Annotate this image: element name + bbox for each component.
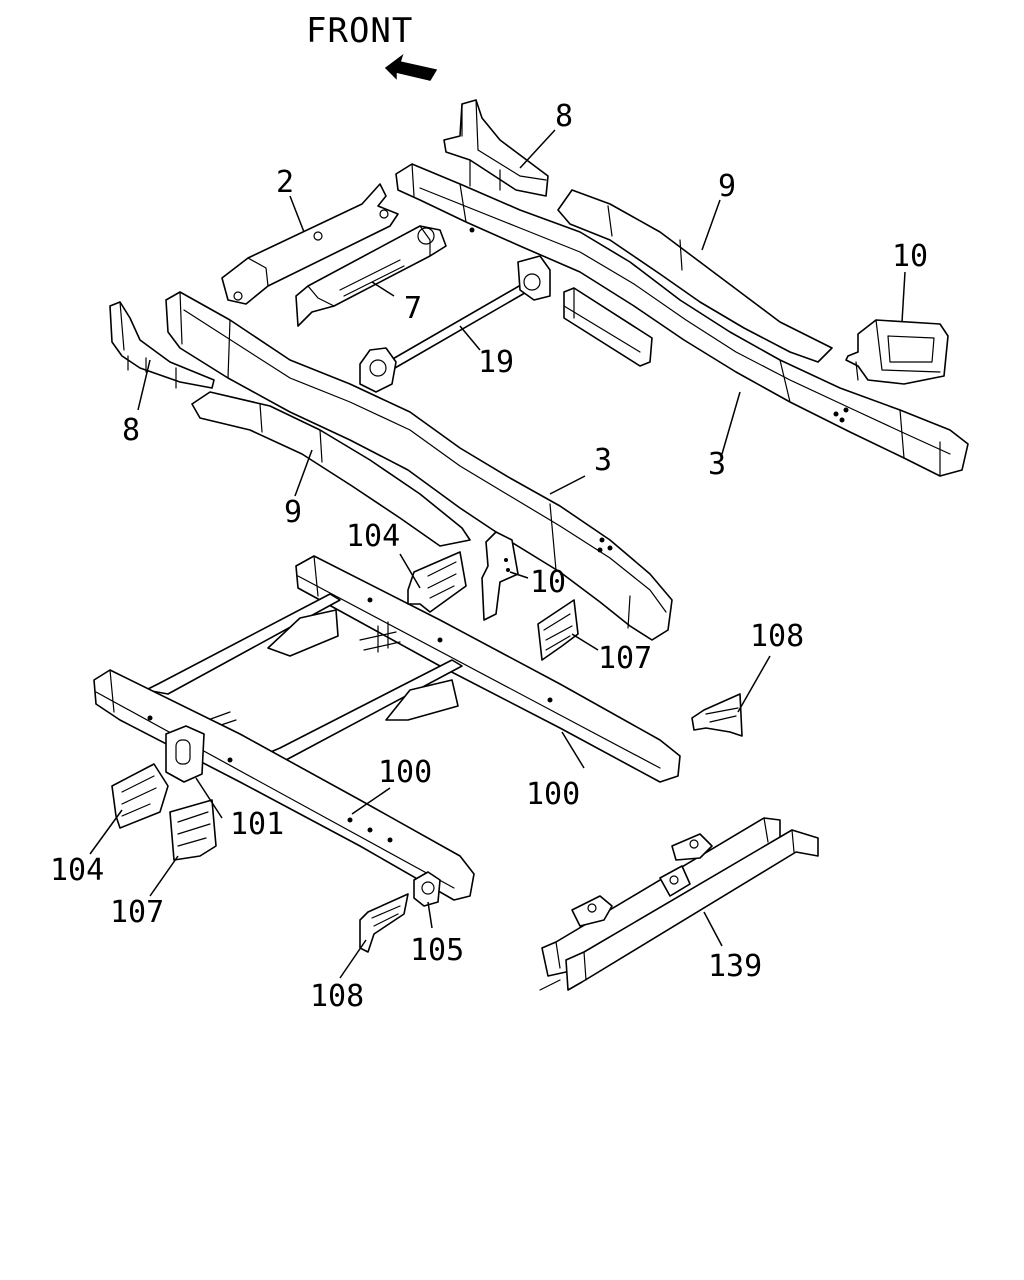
part-labels: 8 2 9 10 7 19 8 3 3 9 104 10 107 108 100…: [50, 99, 928, 1014]
label-part-10-front: 10: [530, 565, 566, 600]
leader-lines: [89, 129, 906, 979]
label-part-139: 139: [708, 949, 762, 984]
label-part-8-left: 8: [122, 413, 140, 448]
label-part-3-center: 3: [594, 443, 612, 478]
label-part-101: 101: [230, 807, 284, 842]
bracket-104-upper: [407, 551, 467, 613]
plate-107-upper: [537, 599, 579, 661]
label-part-8-rear: 8: [555, 99, 573, 134]
label-part-3-right: 3: [708, 447, 726, 482]
label-part-104-lower: 104: [50, 853, 104, 888]
label-part-105: 105: [410, 933, 464, 968]
label-part-108-right: 108: [750, 619, 804, 654]
label-part-107-lower: 107: [110, 895, 164, 930]
front-label: FRONT: [306, 11, 413, 51]
bracket-10-front: [481, 531, 519, 621]
crossmember-lower-2: [265, 659, 463, 761]
plate-107-lower: [169, 799, 217, 861]
bracket-10-rear: [845, 319, 949, 385]
hook-105: [413, 871, 441, 907]
label-part-7: 7: [404, 291, 422, 326]
hitch-plate-101: [165, 725, 205, 783]
bracket-108-right: [691, 693, 743, 737]
label-part-2: 2: [276, 165, 294, 200]
label-part-100-right: 100: [526, 777, 580, 812]
crossmember-lower-1: [145, 593, 341, 695]
shaft-19: [359, 255, 551, 393]
bracket-8-rear: [443, 99, 549, 197]
label-part-19: 19: [478, 345, 514, 380]
reinforcement-9-rear: [557, 189, 833, 363]
angle-bracket: [563, 287, 653, 367]
bracket-108-lower: [359, 893, 409, 953]
bracket-8-left: [109, 301, 215, 389]
crossmember-7: [295, 225, 447, 327]
front-arrow-icon: [384, 53, 438, 81]
label-part-100-center: 100: [378, 755, 432, 790]
label-part-104-upper: 104: [346, 519, 400, 554]
label-part-9-front: 9: [284, 495, 302, 530]
label-part-108-lower: 108: [310, 979, 364, 1014]
bracket-104-lower: [111, 763, 169, 829]
side-rail-3-right: [395, 163, 969, 477]
label-part-107-upper: 107: [598, 641, 652, 676]
plate-2: [221, 183, 399, 305]
label-part-9-rear: 9: [718, 169, 736, 204]
subframe-139: [539, 817, 819, 991]
side-rail-3-center: [165, 291, 673, 641]
label-part-10-rear: 10: [892, 239, 928, 274]
reinforcement-9-front: [191, 391, 471, 547]
